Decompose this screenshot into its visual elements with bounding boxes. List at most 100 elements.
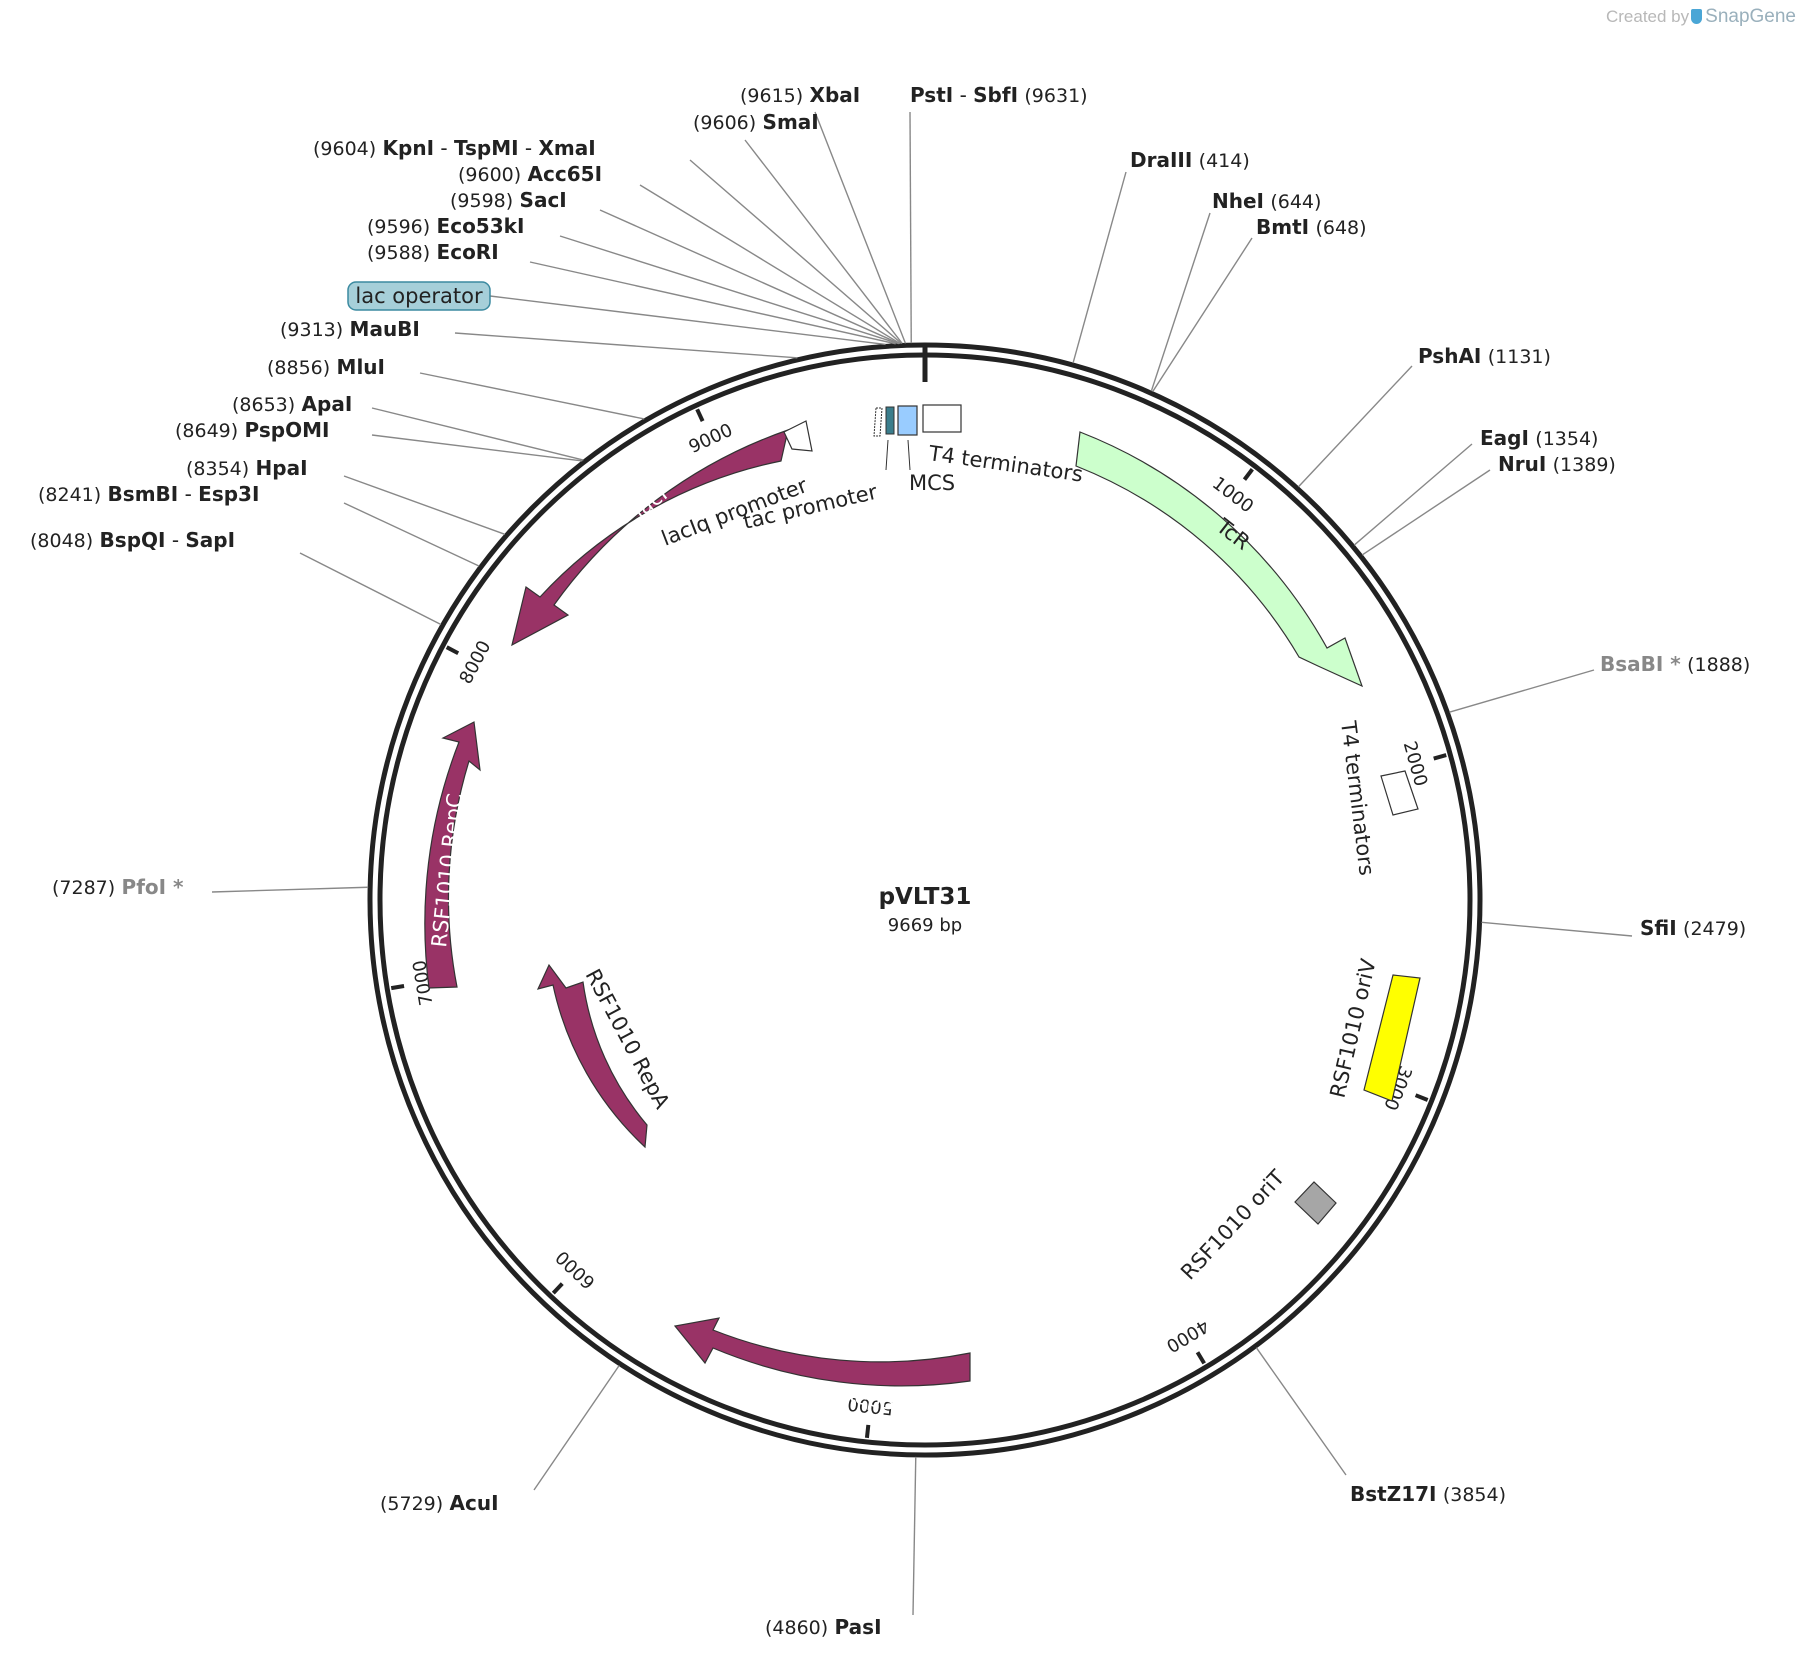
site-name: Acc65I xyxy=(528,162,602,186)
site-label[interactable]: (8241) BsmBI - Esp3I xyxy=(38,482,259,506)
site-name: SfiI xyxy=(1640,916,1677,940)
tick-3000 xyxy=(1414,1093,1429,1102)
leader-line xyxy=(814,111,907,344)
leader-line xyxy=(1353,443,1473,546)
site-name: PasI xyxy=(835,1615,882,1639)
credit-prefix: Created by xyxy=(1605,7,1690,26)
site-position: (1389) xyxy=(1553,454,1616,476)
site-name: Eco53kI xyxy=(437,214,525,238)
site-label[interactable]: PstI - SbfI (9631) xyxy=(910,83,1088,107)
snapgene-logo-icon xyxy=(1691,9,1703,24)
feature-t4-terminators-box-top[interactable] xyxy=(922,404,962,433)
site-label[interactable]: BmtI (648) xyxy=(1256,215,1367,239)
site-position: (9600) xyxy=(458,164,521,186)
site-name: PshAI xyxy=(1418,344,1481,368)
site-position: (8856) xyxy=(267,357,330,379)
leader-line xyxy=(419,372,645,420)
plasmid-length: 9669 bp xyxy=(888,915,962,936)
site-label[interactable]: (5729) AcuI xyxy=(380,1491,499,1515)
tick-7000 xyxy=(390,984,405,991)
site-separator: - xyxy=(953,83,973,107)
site-label[interactable]: (8649) PspOMI xyxy=(175,418,329,442)
leader-line xyxy=(639,184,901,345)
site-separator: - xyxy=(165,528,185,552)
feature-orit-box[interactable] xyxy=(1294,1181,1337,1225)
feature-repa-arrow[interactable] xyxy=(536,963,648,1149)
label-t4-terminators-right: T4 terminators xyxy=(1336,719,1379,877)
site-label[interactable]: EagI (1354) xyxy=(1480,426,1598,450)
site-position: (5729) xyxy=(380,1493,443,1515)
site-name: XbaI xyxy=(810,83,861,107)
site-label[interactable]: (9313) MauBI xyxy=(280,317,420,341)
site-label[interactable]: (8856) MluI xyxy=(267,355,385,379)
site-name: BmtI xyxy=(1256,215,1309,239)
site-label[interactable]: BsaBI * (1888) xyxy=(1600,652,1750,676)
site-position: (8048) xyxy=(30,530,93,552)
site-name: BsmBI xyxy=(108,482,179,506)
site-position: (8653) xyxy=(232,394,295,416)
site-name: AcuI xyxy=(450,1491,499,1515)
site-label[interactable]: (9596) Eco53kI xyxy=(367,214,524,238)
site-label[interactable]: (9598) SacI xyxy=(450,188,567,212)
leader-line xyxy=(909,111,912,344)
site-separator: - xyxy=(434,136,454,160)
leader-line xyxy=(529,261,896,345)
site-label[interactable]: (8048) BspQI - SapI xyxy=(30,528,235,552)
site-label[interactable]: SfiI (2479) xyxy=(1640,916,1746,940)
feature-laci-arrow[interactable] xyxy=(511,429,789,647)
site-label[interactable]: NruI (1389) xyxy=(1498,452,1616,476)
site-name: SacI xyxy=(520,188,567,212)
tick-4000 xyxy=(1195,1351,1206,1365)
site-name: Esp3I xyxy=(198,482,259,506)
site-position: (8241) xyxy=(38,484,101,506)
site-position: (4860) xyxy=(765,1617,828,1639)
site-label[interactable]: (9600) Acc65I xyxy=(458,162,602,186)
site-position: (9604) xyxy=(313,138,376,160)
site-name: BsaBI * xyxy=(1600,652,1681,676)
site-label[interactable]: NheI (644) xyxy=(1212,189,1321,213)
tick-label: 8000 xyxy=(455,637,495,687)
site-position: (9588) xyxy=(367,242,430,264)
feature-laciq-promoter-arrow[interactable] xyxy=(783,420,813,452)
site-label[interactable]: (9604) KpnI - TspMI - XmaI xyxy=(313,136,596,160)
site-separator: - xyxy=(178,482,198,506)
leader-line xyxy=(599,209,900,345)
site-position: (3854) xyxy=(1443,1484,1506,1506)
site-label[interactable]: (4860) PasI xyxy=(765,1615,882,1639)
site-position: (9631) xyxy=(1024,85,1087,107)
site-name: MauBI xyxy=(350,317,420,341)
plasmid-name: pVLT31 xyxy=(879,884,972,910)
site-label[interactable]: (8653) ApaI xyxy=(232,392,352,416)
tick-label: 1000 xyxy=(1208,473,1257,517)
site-label[interactable]: (9588) EcoRI xyxy=(367,240,499,264)
feature-lac-operator-marks xyxy=(873,407,883,437)
site-name: SapI xyxy=(185,528,235,552)
site-label[interactable]: BstZ17I (3854) xyxy=(1350,1482,1506,1506)
site-label[interactable]: (7287) PfoI * xyxy=(52,875,184,899)
site-position: (644) xyxy=(1270,191,1321,213)
feature-t4-terminators-box-right[interactable] xyxy=(1380,770,1419,816)
feature-oriv-box[interactable] xyxy=(1363,974,1421,1102)
feature-tcr-arrow[interactable] xyxy=(1075,431,1364,688)
leader-line xyxy=(689,159,902,345)
site-name: NruI xyxy=(1498,452,1546,476)
site-label[interactable]: (9615) XbaI xyxy=(740,83,860,107)
feature-tac-promoter-box[interactable] xyxy=(885,406,895,435)
leader-tac xyxy=(885,439,889,471)
site-position: (414) xyxy=(1199,150,1250,172)
site-label[interactable]: (9606) SmaI xyxy=(693,110,819,134)
tick-2000 xyxy=(1433,753,1447,761)
site-name: HpaI xyxy=(256,456,308,480)
feature-repc-arrow[interactable] xyxy=(424,721,481,989)
site-position: (1888) xyxy=(1687,654,1750,676)
feature-repb-arrow[interactable] xyxy=(673,1317,971,1387)
site-label[interactable]: PshAI (1131) xyxy=(1418,344,1551,368)
lac-operator-badge[interactable]: lac operator xyxy=(347,281,491,311)
site-position: (1131) xyxy=(1488,346,1551,368)
site-label[interactable]: (8354) HpaI xyxy=(186,456,308,480)
site-label[interactable]: DraIII (414) xyxy=(1130,148,1250,172)
site-position: (2479) xyxy=(1683,918,1746,940)
site-name: BstZ17I xyxy=(1350,1482,1436,1506)
feature-mcs-box[interactable] xyxy=(897,405,918,436)
